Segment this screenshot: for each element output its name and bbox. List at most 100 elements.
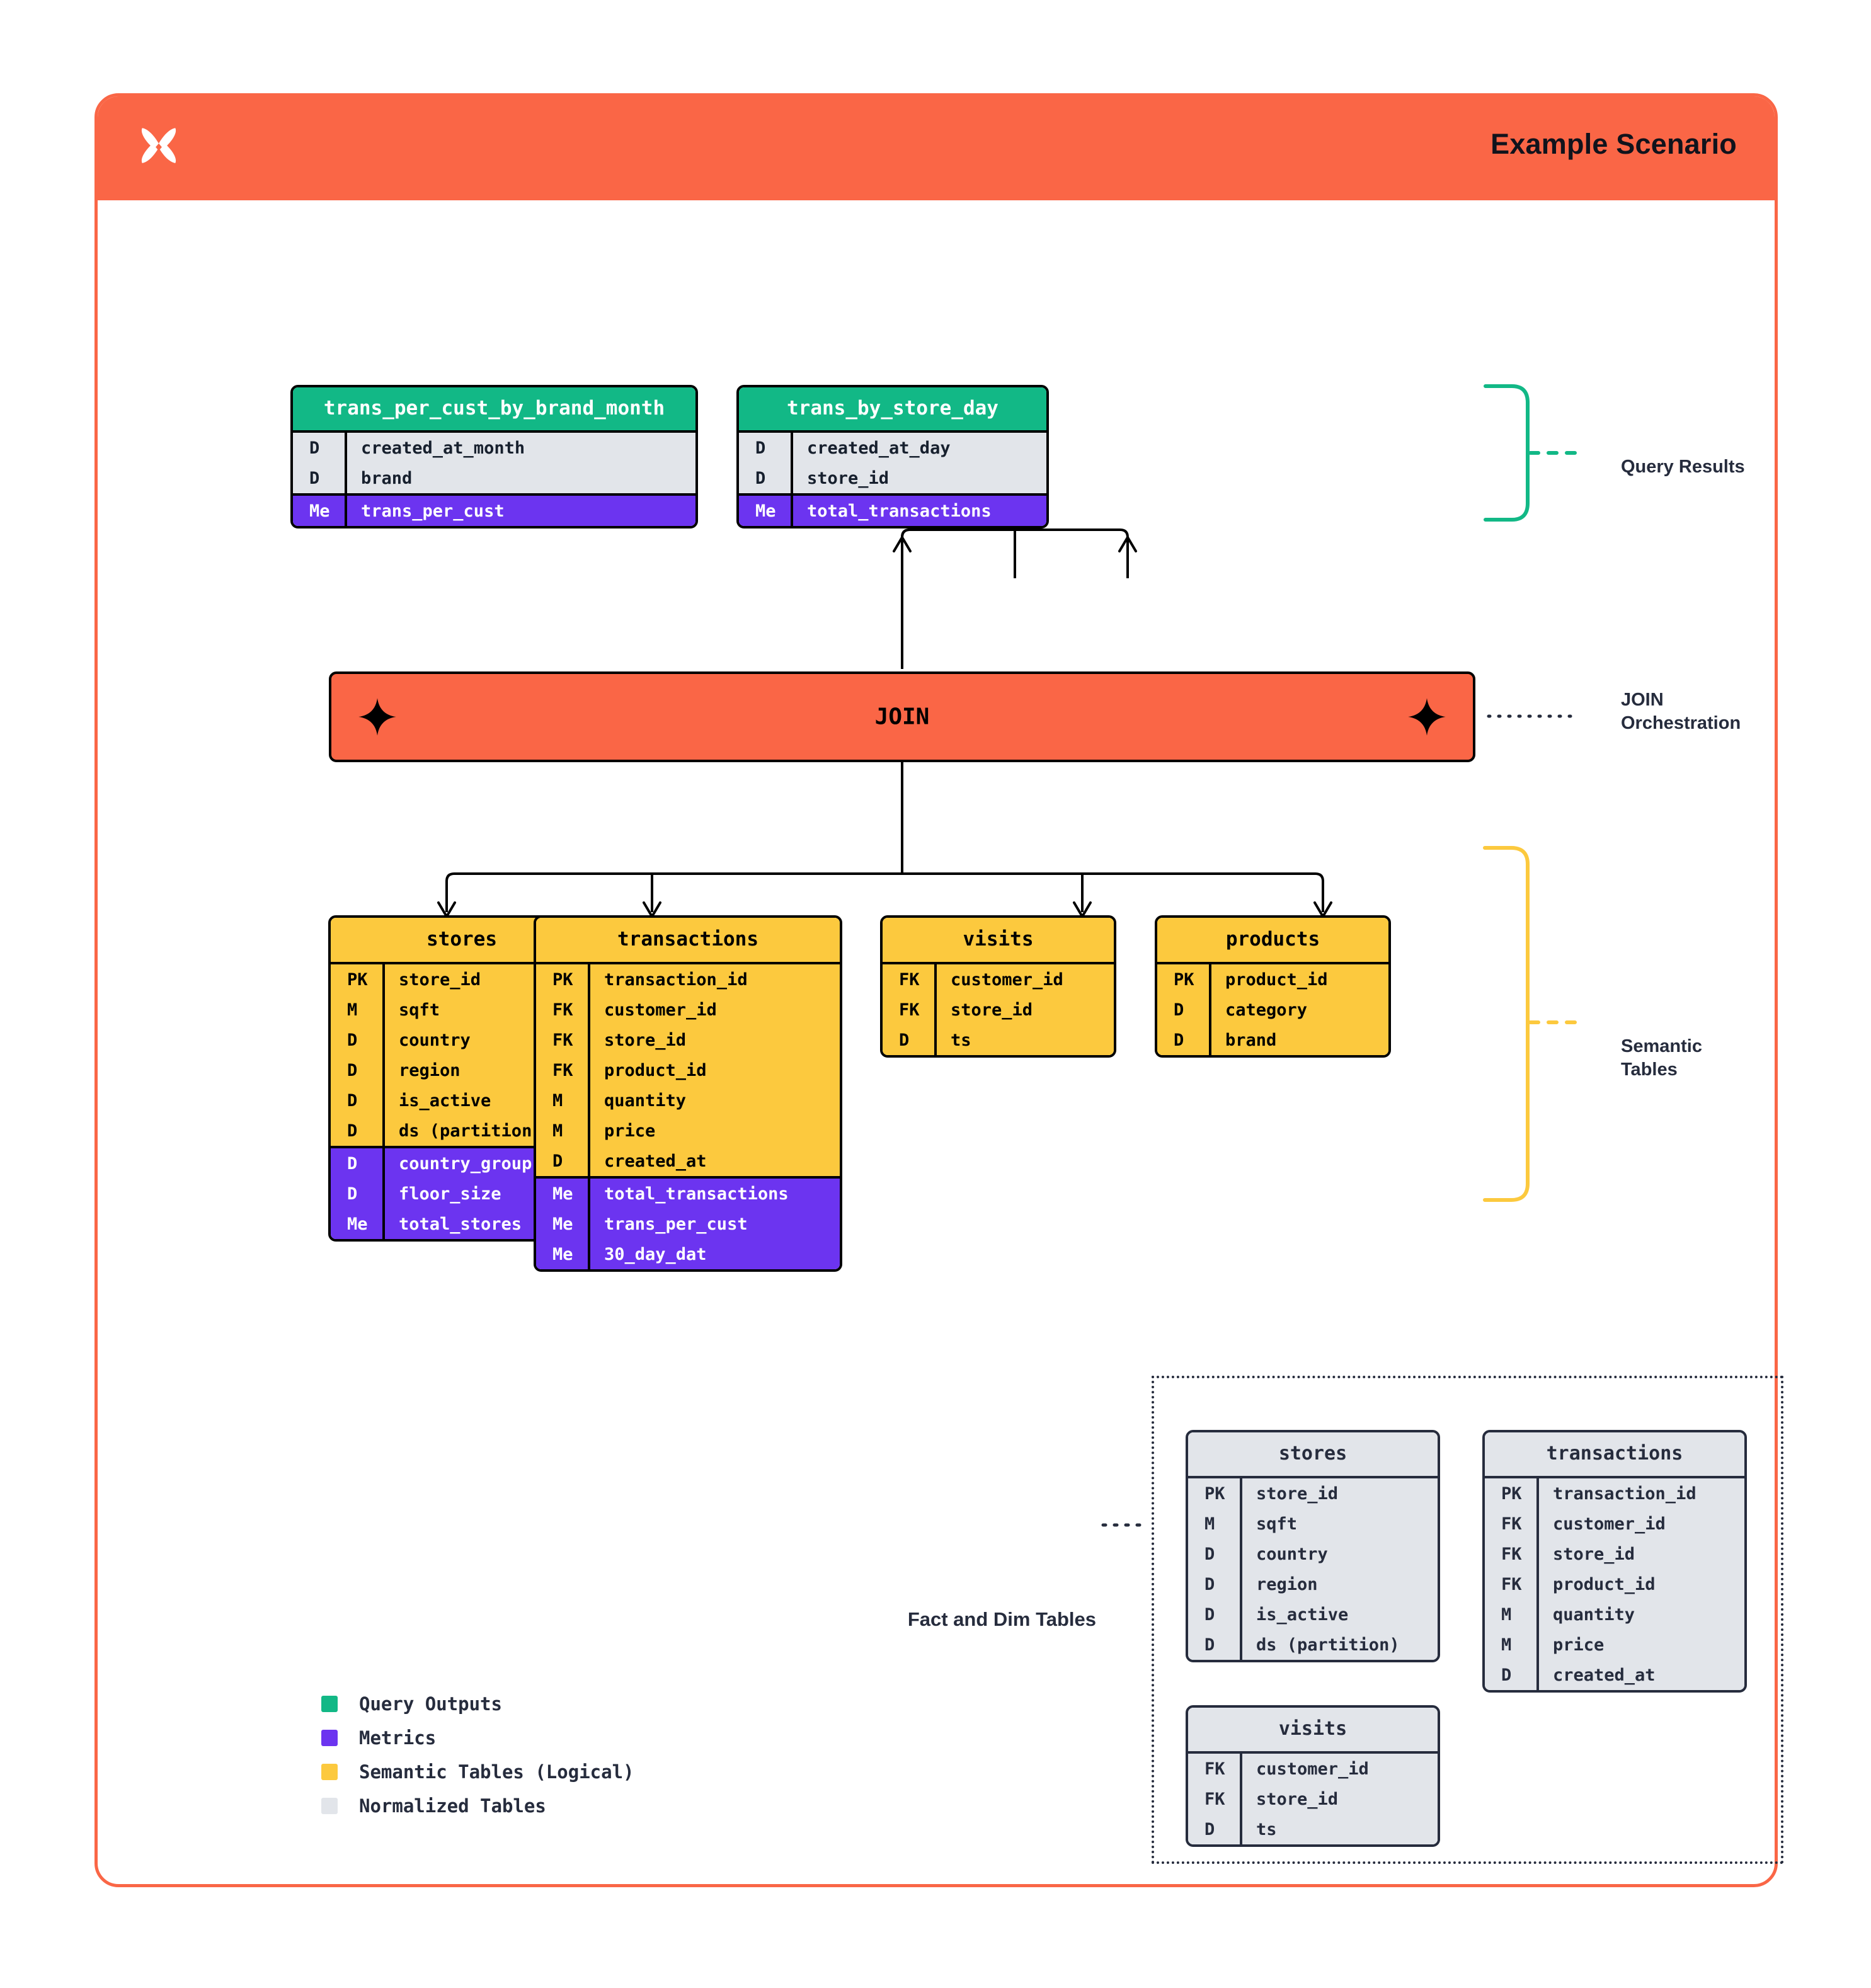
legend-item-semantic-tables: Semantic Tables (Logical) <box>321 1755 634 1789</box>
sparkle-icon <box>1408 698 1446 736</box>
row-key: D <box>1204 1544 1215 1564</box>
table-row: Me trans_per_cust <box>536 1209 840 1239</box>
annotation-fact-and-dim-tables: Fact and Dim Tables <box>907 1608 1096 1630</box>
row-field: transaction_id <box>588 964 840 995</box>
row-field: quantity <box>588 1085 840 1116</box>
row-key: FK <box>1501 1574 1522 1594</box>
row-field: created_at_month <box>345 433 695 463</box>
table-row: Me total_transactions <box>739 496 1046 526</box>
row-key: FK <box>552 1060 573 1080</box>
row-field: quantity <box>1536 1599 1744 1630</box>
row-key: FK <box>899 1000 920 1020</box>
row-field: product_id <box>588 1055 840 1085</box>
row-key: D <box>1174 1000 1184 1020</box>
row-key: D <box>1204 1819 1215 1839</box>
row-key: D <box>1501 1665 1512 1685</box>
row-field: total_stores <box>382 1209 593 1239</box>
row-key: D <box>1204 1635 1215 1655</box>
row-field: ds (partition) <box>382 1116 593 1146</box>
row-field: region <box>382 1055 593 1085</box>
fact-and-dim-group <box>1152 1376 1783 1864</box>
row-key: M <box>1501 1635 1512 1655</box>
sparkle-icon <box>358 698 396 736</box>
row-key: PK <box>1501 1483 1522 1504</box>
row-field: created_at <box>1536 1660 1744 1690</box>
scenario-card: Example Scenario <box>94 93 1783 1887</box>
row-field: floor_size <box>382 1179 593 1209</box>
row-key: D <box>899 1030 910 1050</box>
row-key: FK <box>1501 1514 1522 1534</box>
query-result-table-trans-per-cust-by-brand-month[interactable]: trans_per_cust_by_brand_month D created_… <box>290 385 698 528</box>
annotation-semantic-tables: Semantic Tables <box>1621 1036 1702 1080</box>
row-field: transaction_id <box>1536 1478 1744 1509</box>
row-key: Me <box>755 501 776 521</box>
row-key: D <box>347 1060 358 1080</box>
row-key: PK <box>1174 969 1194 990</box>
row-field: store_id <box>1240 1784 1438 1814</box>
join-orchestration-bar[interactable]: JOIN <box>329 671 1475 762</box>
row-key: D <box>552 1151 563 1171</box>
table-row: D created_at_month <box>293 433 695 463</box>
row-key: Me <box>552 1184 573 1204</box>
annotation-query-results: Query Results <box>1621 457 1745 477</box>
row-field: sqft <box>1240 1509 1438 1539</box>
row-field: ds (partition) <box>1240 1630 1438 1660</box>
query-result-table-trans-by-store-day[interactable]: trans_by_store_day D created_at_day D st… <box>736 385 1049 528</box>
row-field: is_active <box>1240 1599 1438 1630</box>
row-field: trans_per_cust <box>588 1209 840 1239</box>
table-header: visits <box>883 918 1114 964</box>
row-field: store_id <box>1536 1539 1744 1569</box>
row-field: price <box>588 1116 840 1146</box>
row-field: store_id <box>382 964 593 995</box>
row-key: D <box>347 1030 358 1050</box>
metric-section: Me total_transactions <box>739 496 1046 526</box>
row-field: store_id <box>791 463 1046 493</box>
row-field: brand <box>345 463 695 493</box>
card-header: Example Scenario <box>98 96 1775 200</box>
legend-label: Normalized Tables <box>359 1795 546 1817</box>
row-field: sqft <box>382 995 593 1025</box>
row-key: Me <box>552 1214 573 1234</box>
row-field: product_id <box>1209 964 1388 995</box>
row-field: trans_per_cust <box>345 496 695 526</box>
table-header: transactions <box>1485 1432 1744 1478</box>
row-field: country <box>1240 1539 1438 1569</box>
row-key: D <box>309 468 320 488</box>
table-header: transactions <box>536 918 840 964</box>
legend: Query Outputs Metrics Semantic Tables (L… <box>321 1687 634 1823</box>
row-key: D <box>309 438 320 458</box>
table-row: D brand <box>293 463 695 493</box>
row-field: total_transactions <box>791 496 1046 526</box>
table-row: D created_at_day <box>739 433 1046 463</box>
row-key: D <box>755 468 766 488</box>
table-row: D store_id <box>739 463 1046 493</box>
